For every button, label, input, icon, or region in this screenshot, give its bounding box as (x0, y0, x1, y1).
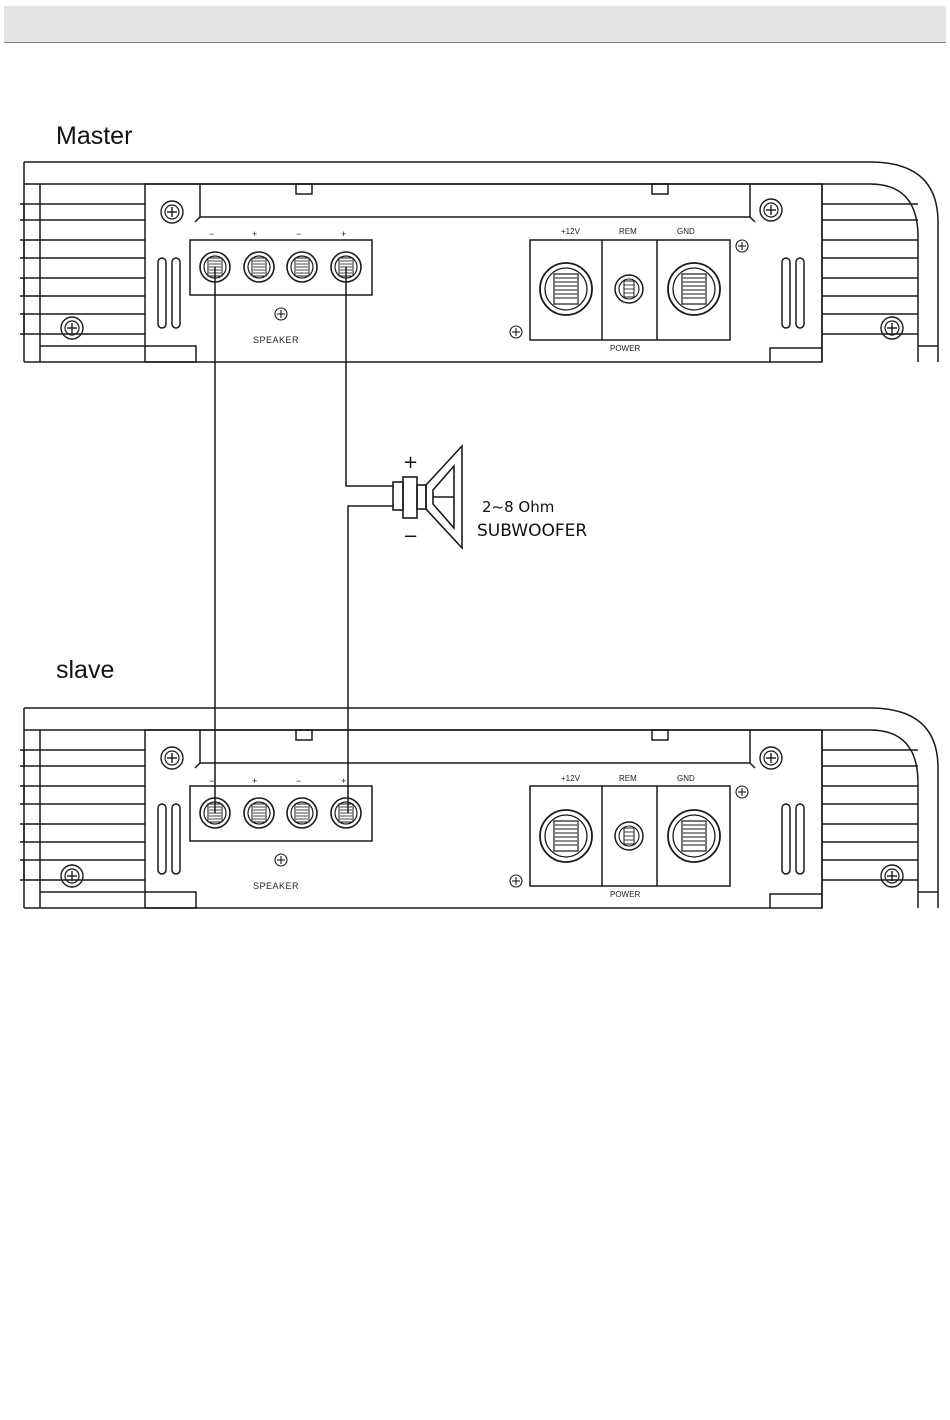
master-title: Master (56, 122, 132, 150)
subwoofer-minus-label: − (403, 526, 418, 547)
master-power-rem-label: REM (619, 227, 637, 236)
screw-icon (736, 786, 748, 798)
wires (215, 267, 393, 813)
rem-terminal-icon (615, 275, 643, 303)
slave-power-rem-label: REM (619, 774, 637, 783)
screw-icon (510, 875, 522, 887)
wire-slave-positive (348, 506, 393, 813)
slave-amplifier: − + − + SPEAKER +12V REM GND POWER (20, 708, 938, 908)
screw-icon (161, 201, 183, 223)
speaker-terminal-icon (287, 252, 317, 282)
subwoofer-impedance: 2~8 Ohm (482, 498, 554, 516)
screw-icon (736, 240, 748, 252)
slave-power-label: POWER (610, 890, 640, 899)
screw-icon (275, 854, 287, 866)
screw-icon (881, 865, 903, 887)
power-terminal-icon (668, 810, 720, 862)
screw-icon (760, 199, 782, 221)
screw-icon (510, 326, 522, 338)
slave-power-12v-label: +12V (561, 774, 581, 783)
rem-terminal-icon (615, 822, 643, 850)
speaker-terminal-icon (244, 252, 274, 282)
slave-speaker-terminal-1: − (209, 776, 215, 786)
screw-icon (61, 317, 83, 339)
subwoofer-plus-label: + (403, 452, 418, 473)
slave-speaker-label: SPEAKER (253, 881, 299, 891)
master-speaker-terminal-4: + (341, 229, 347, 239)
master-speaker-terminal-3: − (296, 229, 302, 239)
slave-speaker-terminal-3: − (296, 776, 302, 786)
power-terminal-icon (540, 263, 592, 315)
master-speaker-terminal-1: − (209, 229, 215, 239)
master-speaker-terminal-2: + (252, 229, 258, 239)
screw-icon (760, 747, 782, 769)
slave-speaker-terminal-4: + (341, 776, 347, 786)
screw-icon (881, 317, 903, 339)
speaker-terminal-icon (244, 798, 274, 828)
master-power-gnd-label: GND (677, 227, 695, 236)
power-terminal-icon (540, 810, 592, 862)
screw-icon (61, 865, 83, 887)
master-speaker-label: SPEAKER (253, 335, 299, 345)
wire-master-positive (346, 267, 393, 486)
speaker-terminal-icon (331, 798, 361, 828)
speaker-terminal-icon (287, 798, 317, 828)
screw-icon (275, 308, 287, 320)
screw-icon (161, 747, 183, 769)
slave-speaker-terminal-2: + (252, 776, 258, 786)
slave-power-gnd-label: GND (677, 774, 695, 783)
master-power-label: POWER (610, 344, 640, 353)
master-power-12v-label: +12V (561, 227, 581, 236)
power-terminal-icon (668, 263, 720, 315)
subwoofer-label: SUBWOOFER (477, 521, 587, 541)
slave-title: slave (56, 656, 114, 684)
master-amplifier: − + − + SPEAKER +12V REM GND POWER (20, 162, 938, 362)
